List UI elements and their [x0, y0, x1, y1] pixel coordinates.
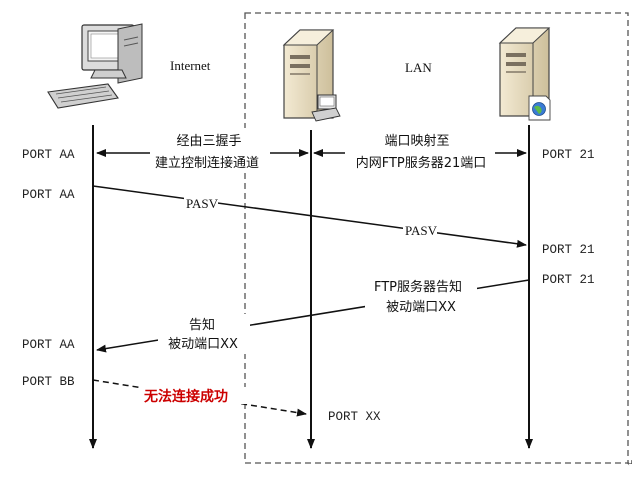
- server-port-label: PORT 21: [542, 243, 595, 257]
- desktop-computer-icon: [47, 23, 143, 109]
- lan-label: LAN: [405, 60, 432, 75]
- client-port-label: PORT AA: [22, 148, 75, 162]
- mapping-message-line1: 端口映射至: [384, 133, 449, 149]
- server-port-label: PORT 21: [542, 148, 595, 162]
- ftp-notify-line1: FTP服务器告知: [374, 279, 462, 295]
- pasv-label: PASV: [405, 223, 438, 238]
- ftp-notify-line2: 被动端口XX: [386, 300, 456, 315]
- client-port-label: PORT BB: [22, 375, 75, 389]
- control-message-line2: 建立控制连接通道: [155, 155, 259, 171]
- server-port-label: PORT 21: [542, 273, 595, 287]
- client-port-label: PORT AA: [22, 338, 75, 352]
- gateway-port-label: PORT XX: [328, 410, 381, 424]
- server-with-computer-icon: [282, 29, 341, 122]
- notify-line1: 告知: [189, 317, 215, 333]
- failed-connection-arrow: [92, 379, 307, 417]
- fail-message: 无法连接成功: [143, 388, 228, 405]
- server-with-globe-icon: [498, 27, 551, 121]
- pasv-label: PASV: [186, 196, 219, 211]
- corner-mark: ↵: [626, 459, 634, 469]
- pasv-arrow: [92, 185, 527, 248]
- mapping-message-line2: 内网FTP服务器21端口: [356, 155, 487, 171]
- client-port-label: PORT AA: [22, 188, 75, 202]
- control-message-line1: 经由三握手: [176, 134, 241, 149]
- notify-line2: 被动端口XX: [168, 337, 238, 352]
- internet-label: Internet: [170, 58, 211, 73]
- lan-zone-border: [244, 12, 629, 464]
